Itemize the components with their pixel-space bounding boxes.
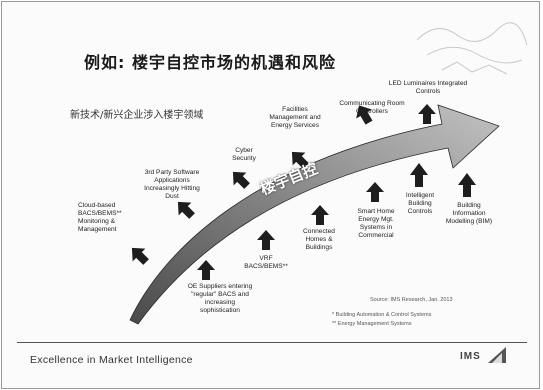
- footer-divider: [17, 342, 527, 343]
- label-cloud-based: Cloud-based BACS/BEMS** Monitoring & Man…: [78, 202, 122, 233]
- label-led-luminaires: LED Luminaires Integrated Controls: [388, 80, 468, 95]
- growth-arrow-diagram: [129, 104, 500, 325]
- label-cyber-security: Cyber Security: [232, 147, 256, 162]
- arrow-icon-vrf: [257, 230, 275, 250]
- footnote-ems: ** Energy Management Systems: [332, 321, 412, 327]
- footer-tagline: Excellence in Market Intelligence: [30, 354, 193, 366]
- label-facilities: Facilities Management and Energy Service…: [269, 106, 321, 129]
- label-communicating-room: Communicating Room Controllers: [339, 100, 405, 115]
- arrow-icon-facilities: [291, 151, 309, 169]
- arrow-icon-intelligent: [410, 163, 428, 187]
- label-connected-homes: Connected Homes & Buildings: [303, 228, 335, 251]
- arrow-icon-smart-home: [366, 182, 384, 202]
- label-vrf: VRF BACS/BEMS**: [244, 255, 288, 270]
- arrow-icon-comm-room: [356, 105, 373, 125]
- slide-subtitle: 新技术/新兴企业涉入楼宇领域: [70, 110, 204, 121]
- source-note: Source: IMS Research, Jan. 2013: [370, 297, 453, 303]
- label-intelligent-building: Intelligent Building Controls: [405, 192, 435, 215]
- arrow-icon-led: [418, 104, 436, 124]
- decorative-scribble: [416, 22, 528, 75]
- label-oe-suppliers: OE Suppliers entering "regular" BACS and…: [187, 283, 253, 314]
- arrow-icon-cloud: [131, 247, 149, 265]
- arrow-icon-connected: [311, 205, 329, 225]
- brand-logo-icon: [488, 347, 506, 363]
- label-third-party: 3rd Party Software Applications Increasi…: [144, 169, 200, 200]
- arrow-icon-oe: [197, 260, 215, 280]
- footnote-bacs: * Building Automation & Control Systems: [332, 312, 432, 318]
- arrow-icon-third-party: [177, 201, 195, 219]
- arrow-icon-cyber: [232, 171, 250, 189]
- brand-name: IMS: [460, 351, 481, 362]
- arrow-icon-bim: [458, 173, 476, 197]
- slide-title: 例如: 楼宇自控市场的机遇和风险: [84, 53, 336, 72]
- growth-arrow: [129, 104, 500, 325]
- label-bim: Building Information Modelling (BIM): [445, 202, 493, 225]
- label-smart-home: Smart Home Energy Mgt. Systems in Commer…: [357, 208, 395, 239]
